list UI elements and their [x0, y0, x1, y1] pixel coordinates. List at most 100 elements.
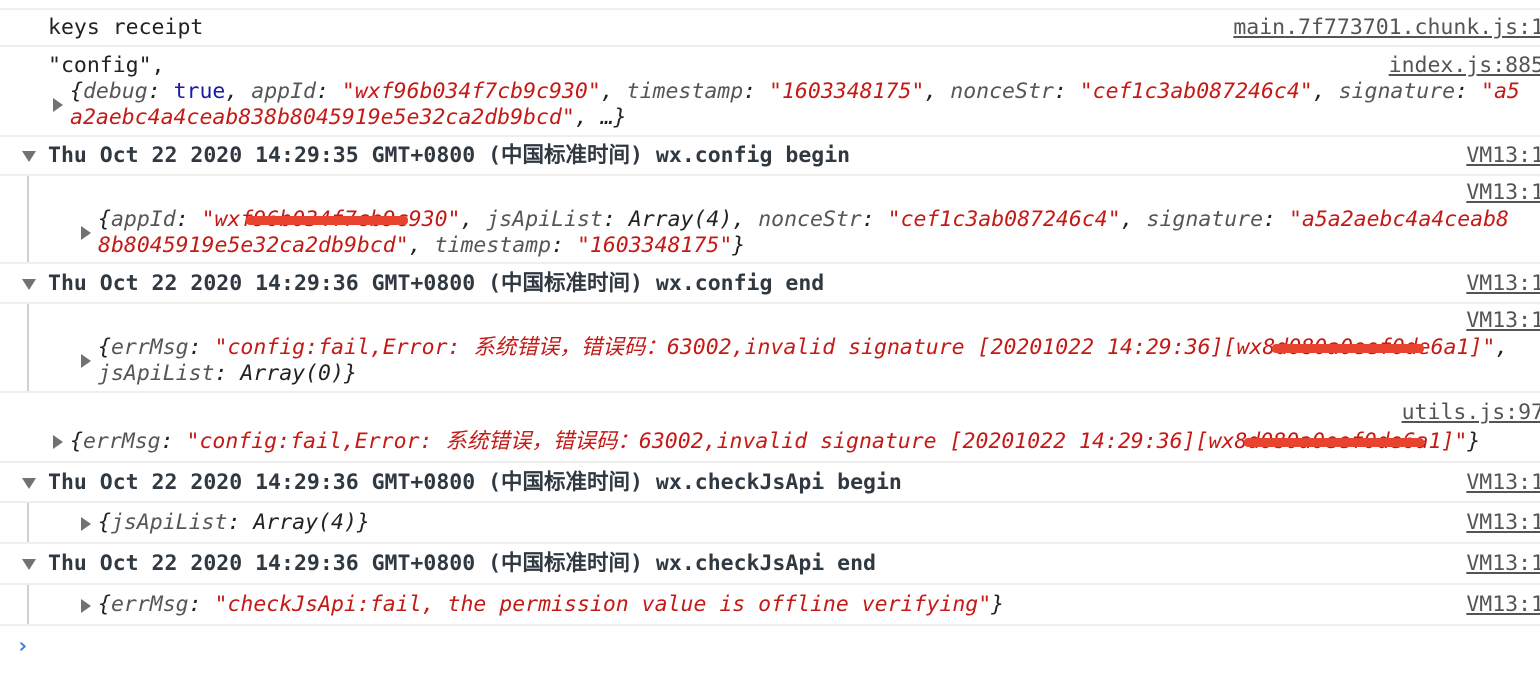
punctuation: {	[98, 335, 111, 360]
source-link[interactable]: index.js:885	[1388, 53, 1540, 78]
group-title: Thu Oct 22 2020 14:29:36 GMT+0800 (中国标准时…	[48, 271, 825, 296]
group-title: Thu Oct 22 2020 14:29:35 GMT+0800 (中国标准时…	[48, 143, 851, 168]
punctuation: }	[732, 233, 746, 258]
punctuation: :	[551, 233, 577, 258]
punctuation: ,	[924, 79, 951, 104]
property-key: timestamp	[434, 233, 552, 258]
triangle-right-icon[interactable]	[81, 517, 91, 531]
property-key: jsApiList	[486, 207, 603, 232]
redaction-mark	[246, 216, 408, 225]
triangle-right-icon[interactable]	[81, 354, 91, 368]
property-key: signature	[1146, 207, 1264, 232]
console-group-body: VM13:1 {jsApiList: Array(4)}	[0, 503, 1540, 544]
punctuation: :	[175, 207, 202, 232]
console-group-header[interactable]: Thu Oct 22 2020 14:29:35 GMT+0800 (中国标准时…	[0, 137, 1540, 176]
property-key: nonceStr	[758, 207, 862, 232]
property-key: nonceStr	[950, 79, 1054, 104]
punctuation: :	[315, 79, 342, 104]
console-input[interactable]	[40, 630, 1530, 670]
punctuation: :	[861, 207, 888, 232]
punctuation: :	[1053, 79, 1080, 104]
string-value: "wxf96b034f7cb9c930"	[341, 79, 601, 104]
punctuation: ,	[1312, 79, 1339, 104]
redaction-mark	[1244, 438, 1424, 447]
console-group-body: VM13:1 {errMsg: "config:fail,Error: 系统错误…	[0, 304, 1540, 393]
triangle-right-icon[interactable]	[81, 226, 91, 240]
object-preview[interactable]: {appId: "wxf96b034f7cb9c930", jsApiList:…	[98, 207, 1509, 233]
property-key: jsApiList	[98, 361, 215, 386]
punctuation: :	[743, 79, 770, 104]
punctuation: :	[147, 79, 174, 104]
punctuation: }	[991, 592, 1005, 617]
property-key: appId	[251, 79, 316, 104]
string-value: "1603348175"	[576, 233, 733, 258]
string-value: "cef1c3ab087246c4"	[1079, 79, 1313, 104]
source-link[interactable]: VM13:1	[1466, 510, 1540, 535]
triangle-down-icon[interactable]	[22, 559, 36, 570]
string-value: "cef1c3ab087246c4"	[887, 207, 1121, 232]
triangle-down-icon[interactable]	[22, 478, 36, 489]
message-text: "config",	[48, 53, 165, 78]
console-group-header[interactable]: Thu Oct 22 2020 14:29:36 GMT+0800 (中国标准时…	[0, 264, 1540, 304]
console-row-clipped	[0, 0, 1540, 10]
property-key: errMsg	[110, 592, 189, 617]
group-indent-line	[27, 176, 29, 262]
property-key: debug	[82, 79, 148, 104]
punctuation: {	[98, 510, 111, 535]
console-message: "config", index.js:885 {debug: true, app…	[0, 47, 1540, 137]
source-link[interactable]: VM13:1	[1466, 271, 1540, 296]
punctuation: ,	[225, 79, 252, 104]
punctuation: :	[1263, 207, 1289, 232]
punctuation: ,	[1120, 207, 1147, 232]
punctuation: :	[160, 429, 187, 454]
punctuation: ,	[1495, 335, 1509, 360]
message-text: keys receipt	[48, 15, 204, 40]
object-preview[interactable]: {jsApiList: Array(4)}	[98, 510, 370, 536]
triangle-right-icon[interactable]	[81, 599, 91, 613]
group-indent-line	[27, 585, 29, 624]
group-title: Thu Oct 22 2020 14:29:36 GMT+0800 (中国标准时…	[48, 551, 876, 576]
source-link[interactable]: utils.js:97	[1401, 400, 1540, 425]
property-key: errMsg	[110, 335, 189, 360]
group-indent-line	[27, 503, 29, 542]
property-key: errMsg	[82, 429, 161, 454]
source-link[interactable]: VM13:1	[1466, 592, 1540, 617]
property-key: appId	[110, 207, 176, 232]
property-key: timestamp	[626, 79, 744, 104]
triangle-down-icon[interactable]	[22, 279, 36, 290]
source-link[interactable]: main.7f773701.chunk.js:1	[1233, 15, 1540, 40]
source-link[interactable]: VM13:1	[1466, 308, 1540, 333]
console-group-header[interactable]: Thu Oct 22 2020 14:29:36 GMT+0800 (中国标准时…	[0, 463, 1540, 503]
group-title: Thu Oct 22 2020 14:29:36 GMT+0800 (中国标准时…	[48, 470, 902, 495]
object-preview: a2aebc4a4ceab838b8045919e5e32ca2db9bcd",…	[70, 105, 627, 131]
punctuation: : Array(0)}	[214, 361, 357, 386]
object-preview: jsApiList: Array(0)}	[98, 361, 357, 387]
punctuation: :	[188, 592, 215, 617]
triangle-right-icon[interactable]	[53, 98, 63, 112]
redaction-mark	[1272, 344, 1424, 353]
source-link[interactable]: VM13:1	[1466, 143, 1540, 168]
property-key: jsApiList	[110, 510, 228, 535]
punctuation: ,	[408, 233, 435, 258]
triangle-right-icon[interactable]	[53, 435, 63, 449]
object-preview: 8b8045919e5e32ca2db9bcd", timestamp: "16…	[98, 233, 745, 259]
group-indent-line	[27, 304, 29, 391]
punctuation: }	[1467, 429, 1481, 454]
object-preview[interactable]: {errMsg: "checkJsApi:fail, the permissio…	[98, 592, 1004, 618]
console-message: keys receipt main.7f773701.chunk.js:1	[0, 10, 1540, 47]
source-link[interactable]: VM13:1	[1466, 470, 1540, 495]
string-value: 8b8045919e5e32ca2db9bcd"	[98, 233, 409, 258]
object-preview[interactable]: {debug: true, appId: "wxf96b034f7cb9c930…	[70, 79, 1520, 105]
triangle-down-icon[interactable]	[22, 151, 36, 162]
keyword-value: true	[173, 79, 226, 104]
chevron-right-icon[interactable]: ›	[16, 634, 30, 659]
source-link[interactable]: VM13:1	[1466, 180, 1540, 205]
console-group-header[interactable]: Thu Oct 22 2020 14:29:36 GMT+0800 (中国标准时…	[0, 544, 1540, 585]
string-value: "a5a2aebc4a4ceab8	[1288, 207, 1509, 232]
punctuation: {	[98, 207, 111, 232]
punctuation: : Array(4)}	[227, 510, 370, 535]
punctuation: : Array(4),	[602, 207, 759, 232]
source-link[interactable]: VM13:1	[1466, 551, 1540, 576]
punctuation: {	[70, 79, 83, 104]
punctuation: :	[188, 335, 215, 360]
